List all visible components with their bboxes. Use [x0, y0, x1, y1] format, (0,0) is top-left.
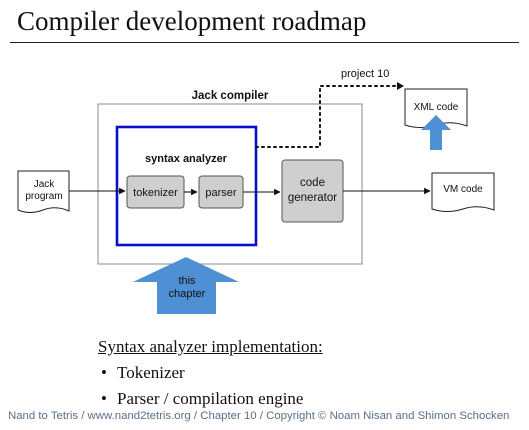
this-chapter-label-line1: this [178, 275, 196, 287]
code-generator-label-line2: generator [288, 192, 337, 204]
bullet-item: •Parser / compilation engine [101, 389, 304, 408]
slide-footer: Nand to Tetris / www.nand2tetris.org / C… [8, 410, 510, 422]
xml-code-label: XML code [414, 102, 459, 113]
bullet-item: •Tokenizer [101, 363, 185, 382]
bullet-tokenizer: Tokenizer [117, 363, 185, 382]
this-chapter-label-line2: chapter [169, 288, 206, 300]
this-chapter-arrow [133, 257, 239, 314]
vm-code-label: VM code [443, 184, 483, 195]
tokenizer-label: tokenizer [133, 187, 178, 199]
parser-label: parser [205, 187, 237, 199]
jack-program-label-line1: Jack [34, 179, 56, 190]
code-generator-box [281, 159, 344, 223]
implementation-heading: Syntax analyzer implementation: [98, 337, 323, 356]
title-divider [10, 42, 519, 43]
xml-highlight-arrow [421, 115, 451, 150]
vm-code-document [431, 172, 495, 212]
dotted-arrowhead [397, 82, 404, 90]
jack-program-label-line2: program [25, 191, 62, 202]
syntax-analyzer-label: syntax analyzer [145, 153, 228, 165]
dotted-path-to-xml [255, 85, 402, 148]
jack-compiler-label: Jack compiler [192, 90, 269, 102]
slide-title: Compiler development roadmap [17, 6, 367, 36]
bullet-parser: Parser / compilation engine [117, 389, 304, 408]
code-generator-label-line1: code [300, 177, 325, 189]
project-10-label: project 10 [341, 68, 389, 80]
jack-program-document [17, 170, 70, 213]
